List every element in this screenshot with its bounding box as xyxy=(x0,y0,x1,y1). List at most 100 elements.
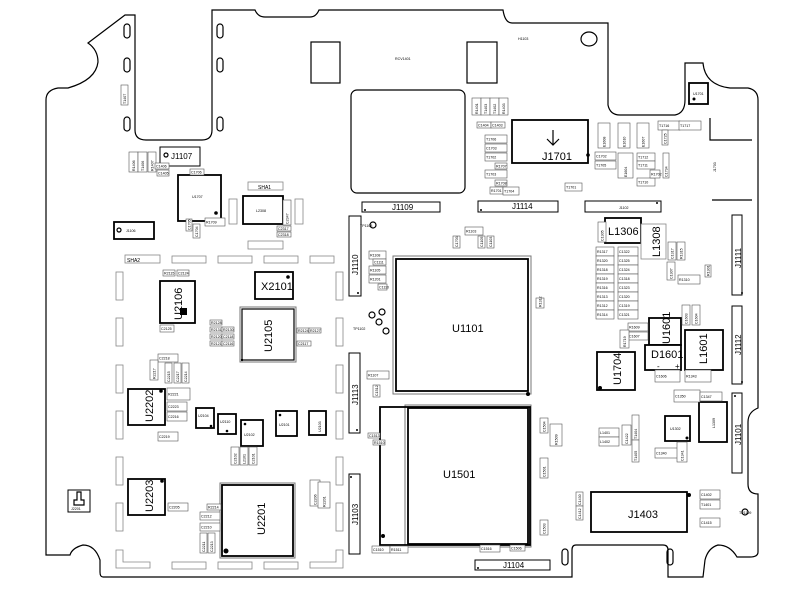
part-footprint xyxy=(176,269,190,277)
part-label: C1341 xyxy=(680,450,684,461)
passive-part: C1706 xyxy=(189,168,205,176)
part-footprint xyxy=(157,353,179,363)
svg-text:-: - xyxy=(657,362,660,371)
passive-part: T1704 xyxy=(502,186,520,196)
part-label: T1404 xyxy=(634,429,638,439)
part-footprint xyxy=(484,152,508,162)
passive-part: R2221 xyxy=(166,387,191,401)
component-l1601: L1601 xyxy=(684,329,724,371)
part-footprint xyxy=(167,502,189,512)
passive-part: C1321 xyxy=(617,309,639,320)
part-footprint xyxy=(699,517,721,528)
component-j1113: J1113 xyxy=(348,352,361,434)
part-label: C1325 xyxy=(619,259,630,263)
part-footprint xyxy=(207,532,216,554)
part-label: C1105 xyxy=(480,237,484,247)
part-label: C1305 xyxy=(600,230,604,241)
component-u1302: U1302 xyxy=(664,415,691,442)
passive-part: R1511 xyxy=(389,545,409,554)
part-label: C2216 xyxy=(168,415,179,419)
part-footprint xyxy=(699,499,721,510)
part-label: C1430 xyxy=(578,494,582,505)
passive-part: R1108 xyxy=(368,250,387,260)
part-label: C1703 xyxy=(455,236,459,247)
part-footprint xyxy=(617,309,639,320)
passive-part: R2128 xyxy=(209,319,223,326)
svg-text:J2201: J2201 xyxy=(71,507,81,511)
part-label: L1401 xyxy=(600,431,610,435)
passive-part: C2211 xyxy=(199,532,208,554)
part-label: L2101 xyxy=(242,454,246,464)
part-label: C2118 xyxy=(223,335,233,339)
part-label: R1609 xyxy=(629,325,640,329)
part-label: R1702 xyxy=(651,172,662,176)
part-label: T1706 xyxy=(486,137,496,141)
part-footprint xyxy=(199,511,221,521)
svg-text:U2103: U2103 xyxy=(318,421,322,432)
part-label: R1509 xyxy=(554,434,558,445)
part-footprint xyxy=(189,168,205,176)
svg-text:U1707: U1707 xyxy=(192,195,203,199)
part-footprint xyxy=(484,143,508,153)
part-footprint xyxy=(464,226,484,236)
passive-part: R1406 xyxy=(128,151,139,173)
test-points: TP1108 TP1102 TP1109 xyxy=(353,221,751,516)
part-footprint xyxy=(667,241,677,261)
part-label: R1310 xyxy=(679,278,690,282)
part-footprint xyxy=(276,231,292,238)
part-label: R2221 xyxy=(168,392,179,396)
component-l1308: L1308 xyxy=(640,223,667,260)
part-label: C1317 xyxy=(670,248,674,259)
part-footprint xyxy=(636,122,650,149)
passive-part: C1404 xyxy=(476,121,492,129)
pad-block-left xyxy=(310,41,341,84)
part-label: E1608 xyxy=(602,137,606,147)
part-label: T1402 xyxy=(493,104,497,114)
part-label: C2218 xyxy=(159,356,170,360)
svg-text:J1403: J1403 xyxy=(628,509,658,521)
part-label: T1711 xyxy=(638,163,648,167)
passive-part: T1406 xyxy=(137,151,148,173)
passive-part: E1610 xyxy=(617,122,631,149)
part-label: C1103 xyxy=(489,237,493,247)
part-footprint xyxy=(636,160,656,170)
passive-part: C1415 xyxy=(699,517,721,528)
passive-part: C1516 xyxy=(479,544,501,553)
passive-part: C2214 xyxy=(181,362,190,384)
passive-part: R1312 xyxy=(535,296,545,309)
part-label: R1708 xyxy=(496,181,507,185)
passive-part: T1702 xyxy=(484,152,508,162)
passive-part: T1407 xyxy=(120,84,129,106)
part-label: R1103 xyxy=(466,229,476,233)
svg-text:TP1102: TP1102 xyxy=(353,327,365,331)
passive-part: R1301 xyxy=(704,264,712,278)
part-footprint xyxy=(619,329,630,349)
part-footprint xyxy=(617,152,634,179)
passive-part: C1318 xyxy=(617,273,639,284)
part-footprint xyxy=(486,235,495,249)
passive-part: C1406 xyxy=(154,162,170,170)
passive-part: C2125 xyxy=(159,324,175,333)
component-u2101: U2101 xyxy=(275,410,298,437)
part-footprint xyxy=(173,362,182,384)
part-footprint xyxy=(535,297,545,309)
svg-text:J1102: J1102 xyxy=(619,206,629,210)
part-label: L1402 xyxy=(600,440,610,444)
svg-text:J1701: J1701 xyxy=(542,151,572,163)
passive-part: R2120 xyxy=(209,333,223,340)
part-footprint xyxy=(699,391,723,402)
part-label: T1703 xyxy=(486,172,496,176)
part-label: C2125 xyxy=(161,327,172,331)
sha1-label: SHA1 xyxy=(258,185,271,191)
part-footprint xyxy=(308,327,322,334)
passive-part: R1201 xyxy=(368,274,387,284)
part-footprint xyxy=(372,439,386,446)
passive-part: T1705 xyxy=(594,160,617,170)
shield-area xyxy=(350,89,466,194)
passive-part: R1510 xyxy=(372,439,386,446)
part-footprint xyxy=(162,269,176,277)
part-footprint xyxy=(276,225,292,232)
svg-text:U2104: U2104 xyxy=(198,414,209,418)
part-footprint xyxy=(597,221,607,243)
part-footprint xyxy=(206,503,222,511)
